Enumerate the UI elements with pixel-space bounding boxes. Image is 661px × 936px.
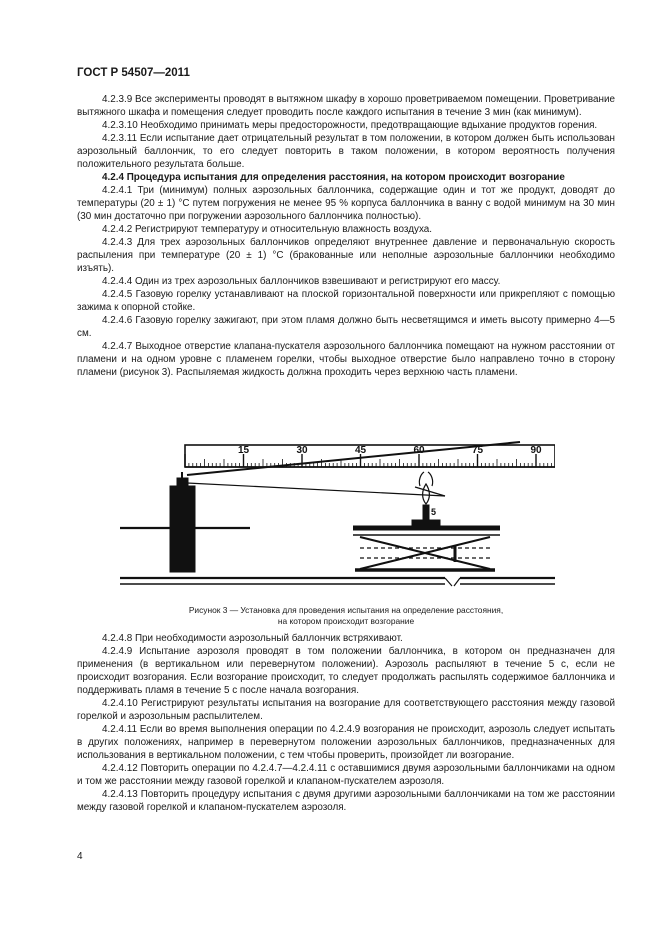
ruler-tick-label: 30: [296, 445, 308, 456]
figure-3-apparatus: 15 30 45 60 75 90 5: [120, 441, 555, 587]
paragraph: 4.2.4.1 Три (минимум) полных аэрозольных…: [77, 185, 615, 222]
caption-line-1: Рисунок 3 — Установка для проведения исп…: [188, 605, 504, 615]
aerosol-can: [169, 485, 196, 573]
paragraph: 4.2.4.12 Повторить операции по 4.2.4.7—4…: [77, 763, 615, 787]
svg-text:5: 5: [431, 507, 436, 517]
ruler-tick-label: 15: [238, 445, 250, 456]
figure-caption: Рисунок 3 — Установка для проведения исп…: [77, 605, 615, 627]
paragraph: 4.2.4.11 Если во время выполнения операц…: [77, 724, 615, 761]
beam-lower: [186, 482, 446, 497]
paragraph: 4.2.4.10 Регистрируют результаты испытан…: [77, 698, 615, 722]
ruler-tick-label: 90: [530, 445, 542, 456]
ruler-tick-label: 45: [355, 445, 367, 456]
paragraph: 4.2.3.9 Все эксперименты проводят в вытя…: [77, 94, 615, 118]
section-heading: 4.2.4 Процедура испытания для определени…: [102, 172, 565, 183]
paragraph: 4.2.3.11 Если испытание дает отрицательн…: [77, 133, 615, 170]
paragraph: 4.2.4.7 Выходное отверстие клапана-пуска…: [77, 341, 615, 378]
paragraph: 4.2.3.10 Необходимо принимать меры предо…: [102, 120, 598, 131]
ruler-ticks: 15 30 45 60 75 90: [184, 445, 553, 467]
caption-line-2: на котором происходит возгорание: [277, 616, 415, 626]
scissor-lift: [355, 536, 495, 572]
paragraph: 4.2.4.9 Испытание аэрозоля проводят в то…: [77, 646, 615, 696]
paragraph: 4.2.4.6 Газовую горелку зажигают, при эт…: [77, 315, 615, 339]
paragraph: 4.2.4.4 Один из трех аэрозольных баллонч…: [102, 276, 501, 287]
beam-upper: [186, 441, 521, 476]
page-number: 4: [77, 851, 83, 862]
paragraph: 4.2.4.8 При необходимости аэрозольный ба…: [102, 633, 403, 644]
burner-flame: [422, 482, 430, 505]
ruler-tick-label: 75: [472, 445, 484, 456]
paragraph: 4.2.4.3 Для трех аэрозольных баллончиков…: [77, 237, 615, 274]
paragraph: 4.2.4.13 Повторить процедуру испытания с…: [77, 789, 615, 813]
paragraph: 4.2.4.5 Газовую горелку устанавливают на…: [77, 289, 615, 313]
document-header: ГОСТ Р 54507—2011: [77, 67, 190, 79]
text-block-bottom: 4.2.4.8 При необходимости аэрозольный ба…: [77, 632, 615, 814]
text-block-top: 4.2.3.9 Все эксперименты проводят в вытя…: [77, 93, 615, 379]
ruler-tick-label: 60: [413, 445, 425, 456]
paragraph: 4.2.4.2 Регистрируют температуру и относ…: [102, 224, 433, 235]
